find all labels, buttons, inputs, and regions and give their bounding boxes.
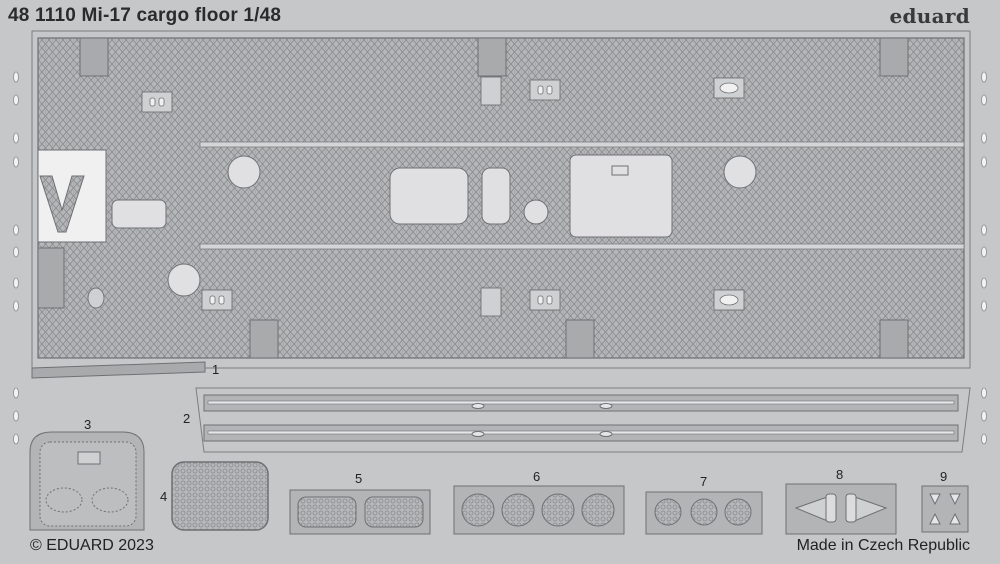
part-5-mesh-pair: [289, 489, 431, 535]
part-label-7: 7: [700, 474, 708, 489]
copyright-text: © EDUARD 2023: [30, 537, 154, 554]
part-label-1: 1: [212, 362, 220, 377]
left-relief-holes: [13, 71, 19, 445]
part-9-small-parts: [921, 485, 969, 533]
right-relief-holes: [981, 71, 987, 445]
part-label-4: 4: [160, 489, 168, 504]
part-4-mesh: [171, 461, 269, 531]
brand-logo: eduard: [889, 4, 970, 28]
part-1-cargo-floor: [31, 30, 971, 379]
part-2-rails: [195, 387, 971, 453]
part-label-5: 5: [355, 471, 363, 486]
made-in-text: Made in Czech Republic: [796, 537, 970, 554]
part-8-brackets: [785, 483, 897, 535]
part-label-8: 8: [836, 467, 844, 482]
part-3-panel: [29, 431, 145, 531]
part-7-discs: [645, 491, 763, 535]
part-label-9: 9: [940, 469, 948, 484]
part-6-discs: [453, 485, 625, 535]
part-label-2: 2: [183, 411, 191, 426]
part-label-6: 6: [533, 469, 541, 484]
part-label-3: 3: [84, 417, 92, 432]
fret-title: 48 1110 Mi-17 cargo floor 1/48: [8, 5, 282, 26]
